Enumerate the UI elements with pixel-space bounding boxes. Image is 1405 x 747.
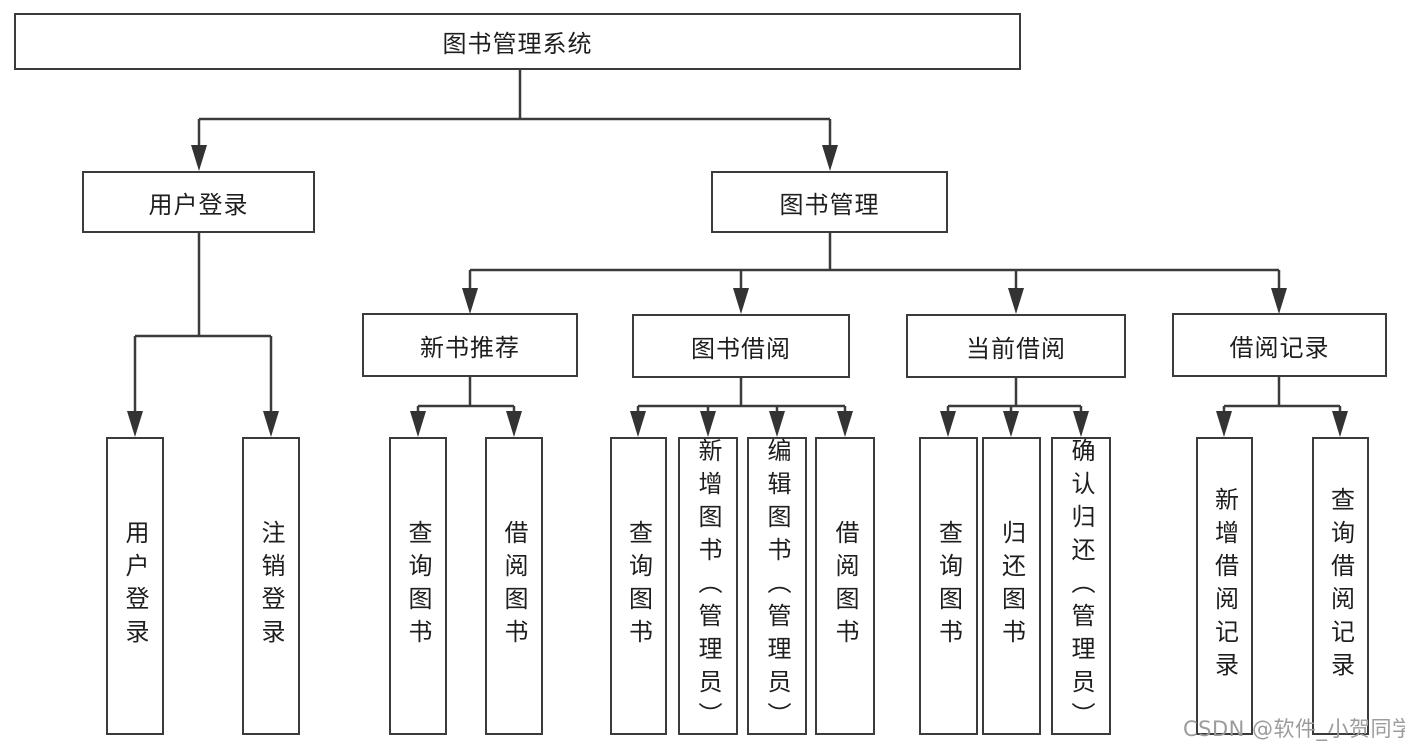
leaf-current-return-books: 归还图书 <box>982 437 1041 735</box>
node-user-login: 用户登录 <box>82 171 315 233</box>
connector-new-book-to-leaves <box>410 377 522 437</box>
connector-user-login-to-leaves <box>127 233 279 437</box>
leaf-recommend-borrow-books: 借阅图书 <box>485 437 543 735</box>
leaf-records-add-record: 新增借阅记录 <box>1196 437 1253 735</box>
connector-records-to-leaves <box>1216 377 1348 437</box>
leaf-current-confirm-return-admin: 确认归还（管理员） <box>1051 437 1111 735</box>
node-label: 图书借阅 <box>691 334 791 363</box>
node-label: 借阅记录 <box>1229 333 1330 362</box>
arrowhead-icon <box>940 411 956 437</box>
leaf-borrow-edit-books-admin: 编辑图书（管理员） <box>747 437 807 735</box>
node-label: 用户登录 <box>121 520 149 652</box>
node-label: 归还图书 <box>997 520 1026 652</box>
connector-book-management-to-level3 <box>462 233 1287 314</box>
node-label: 编辑图书（管理员） <box>763 437 791 735</box>
node-label: 图书管理系统 <box>442 30 593 58</box>
node-label: 查询图书 <box>624 520 653 652</box>
arrowhead-icon <box>1216 411 1232 437</box>
connector-book-borrow-to-leaves <box>630 378 853 437</box>
node-label: 查询图书 <box>934 520 963 652</box>
arrowhead-icon <box>837 411 853 437</box>
arrowhead-icon <box>1003 411 1019 437</box>
arrowhead-icon <box>506 411 522 437</box>
node-label: 新书推荐 <box>420 333 520 362</box>
arrowhead-icon <box>462 288 478 314</box>
node-label: 注销登录 <box>257 520 285 652</box>
node-label: 当前借阅 <box>966 334 1066 363</box>
arrowhead-icon <box>1008 288 1024 314</box>
arrowhead-icon <box>1271 288 1287 314</box>
node-label: 借阅图书 <box>500 520 528 652</box>
leaf-user-login: 用户登录 <box>106 437 164 735</box>
node-new-book-recommendation: 新书推荐 <box>362 313 578 377</box>
connector-root-to-level2 <box>191 70 838 171</box>
node-label: 新增借阅记录 <box>1210 487 1239 685</box>
node-label: 查询图书 <box>404 520 432 652</box>
node-book-borrowing: 图书借阅 <box>632 314 850 378</box>
node-current-borrowing: 当前借阅 <box>906 314 1126 378</box>
node-label: 用户登录 <box>148 190 249 219</box>
arrowhead-icon <box>822 145 838 171</box>
arrowhead-icon <box>263 411 279 437</box>
node-borrowing-records: 借阅记录 <box>1172 313 1387 377</box>
leaf-recommend-query-books: 查询图书 <box>389 437 447 735</box>
node-label: 图书管理 <box>779 190 880 219</box>
leaf-records-query-record: 查询借阅记录 <box>1312 437 1369 735</box>
node-label: 查询借阅记录 <box>1326 487 1355 685</box>
leaf-logout: 注销登录 <box>242 437 300 735</box>
arrowhead-icon <box>769 411 785 437</box>
arrowhead-icon <box>1073 411 1089 437</box>
leaf-current-query-books: 查询图书 <box>919 437 978 735</box>
node-label: 借阅图书 <box>831 520 859 652</box>
arrowhead-icon <box>700 411 716 437</box>
arrowhead-icon <box>191 145 207 171</box>
watermark: CSDN @软件_小贺同学 <box>1183 717 1405 741</box>
leaf-borrow-query-books: 查询图书 <box>610 437 667 735</box>
node-book-management: 图书管理 <box>711 171 948 233</box>
leaf-borrow-borrow-books: 借阅图书 <box>815 437 875 735</box>
arrowhead-icon <box>630 411 646 437</box>
arrowhead-icon <box>733 288 749 314</box>
node-label: 确认归还（管理员） <box>1067 437 1095 735</box>
arrowhead-icon <box>1332 411 1348 437</box>
node-root-system: 图书管理系统 <box>14 13 1021 70</box>
arrowhead-icon <box>410 411 426 437</box>
arrowhead-icon <box>127 411 143 437</box>
connector-current-borrow-to-leaves <box>940 378 1089 437</box>
leaf-borrow-add-books-admin: 新增图书（管理员） <box>678 437 738 735</box>
node-label: 新增图书（管理员） <box>694 437 722 735</box>
